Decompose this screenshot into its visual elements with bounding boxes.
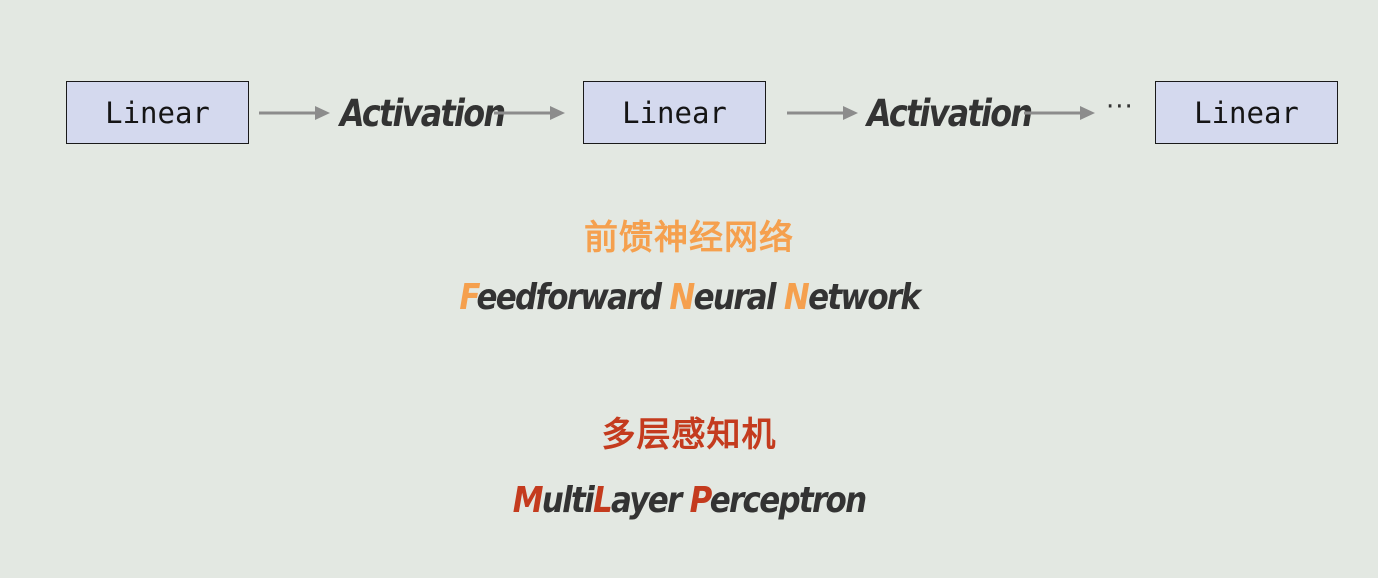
ffn-english-title: Feedforward Neural Network — [0, 277, 1378, 318]
ffn-word-part: eedforward — [476, 277, 670, 318]
mlp-word-part: ayer — [610, 480, 690, 521]
mlp-word-part: erceptron — [709, 480, 867, 521]
ffn-word-part: eural — [693, 277, 784, 318]
arrow-icon — [494, 106, 565, 120]
mlp-word-part: ulti — [541, 480, 595, 521]
ffn-word-part: etwork — [807, 277, 921, 318]
linear-box-3: Linear — [1155, 81, 1338, 144]
ffn-initial-n: N — [669, 277, 695, 318]
linear-box-1: Linear — [66, 81, 249, 144]
mlp-chinese-title: 多层感知机 — [601, 415, 777, 455]
mlp-initial-l: L — [592, 480, 613, 521]
linear-box-2: Linear — [583, 81, 766, 144]
ellipsis: ··· — [1106, 92, 1134, 122]
activation-label-1: Activation — [340, 91, 506, 135]
activation-label-2: Activation — [867, 91, 1033, 135]
arrow-icon — [787, 106, 858, 120]
mlp-initial-p: P — [689, 480, 712, 521]
mlp-initial-m: M — [512, 480, 544, 521]
arrow-icon — [259, 106, 330, 120]
ffn-chinese-title: 前馈神经网络 — [584, 218, 794, 258]
mlp-english-title: MultiLayer Perceptron — [0, 480, 1378, 521]
linear-box-2-label: Linear — [622, 95, 727, 130]
linear-box-1-label: Linear — [105, 95, 210, 130]
linear-box-3-label: Linear — [1194, 95, 1299, 130]
arrow-icon — [1024, 106, 1095, 120]
ffn-initial-f: F — [459, 277, 478, 318]
ffn-initial-n2: N — [783, 277, 810, 318]
